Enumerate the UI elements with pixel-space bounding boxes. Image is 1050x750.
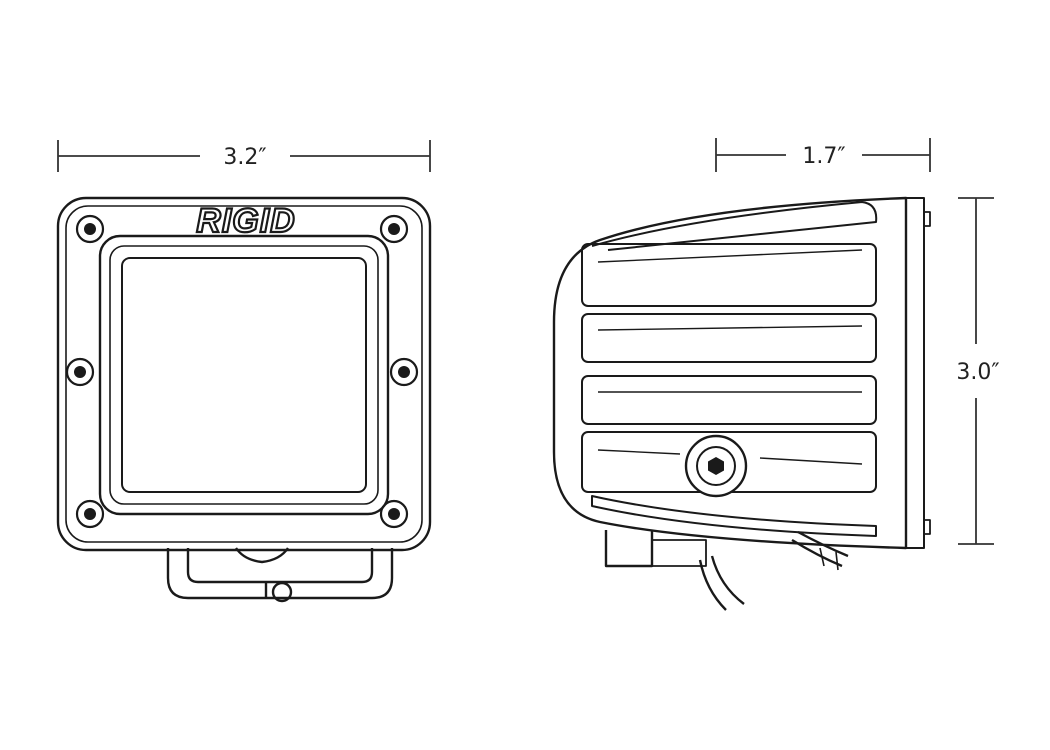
bolt-top-right [379,214,409,244]
side-housing [552,196,908,550]
bolt-middle-left [65,357,95,387]
side-view [552,196,931,611]
bolt-bottom-right [379,499,409,529]
front-lens-frame [98,234,390,516]
brand-logo: RIGID [196,202,295,240]
dimension-front-width: 3.2″ [223,145,266,170]
front-housing-inner [65,205,423,543]
side-bezel [905,197,925,549]
dimension-lines [57,138,994,545]
front-mount-bracket [166,547,394,603]
bolt-middle-right [389,357,419,387]
side-adjustment-knob [684,434,748,498]
side-bezel-tabs [923,211,931,535]
front-lens [121,257,367,493]
front-bolts [65,214,419,529]
bolt-bottom-left [75,499,105,529]
dimension-side-height: 3.0″ [956,360,999,385]
bolt-top-left [75,214,105,244]
side-cooling-fins [581,201,878,537]
side-mount-bracket [604,530,849,611]
front-view [56,196,432,603]
dimension-side-depth: 1.7″ [802,144,845,169]
front-housing-outer [56,196,432,552]
front-lens-frame-inner [109,245,379,505]
